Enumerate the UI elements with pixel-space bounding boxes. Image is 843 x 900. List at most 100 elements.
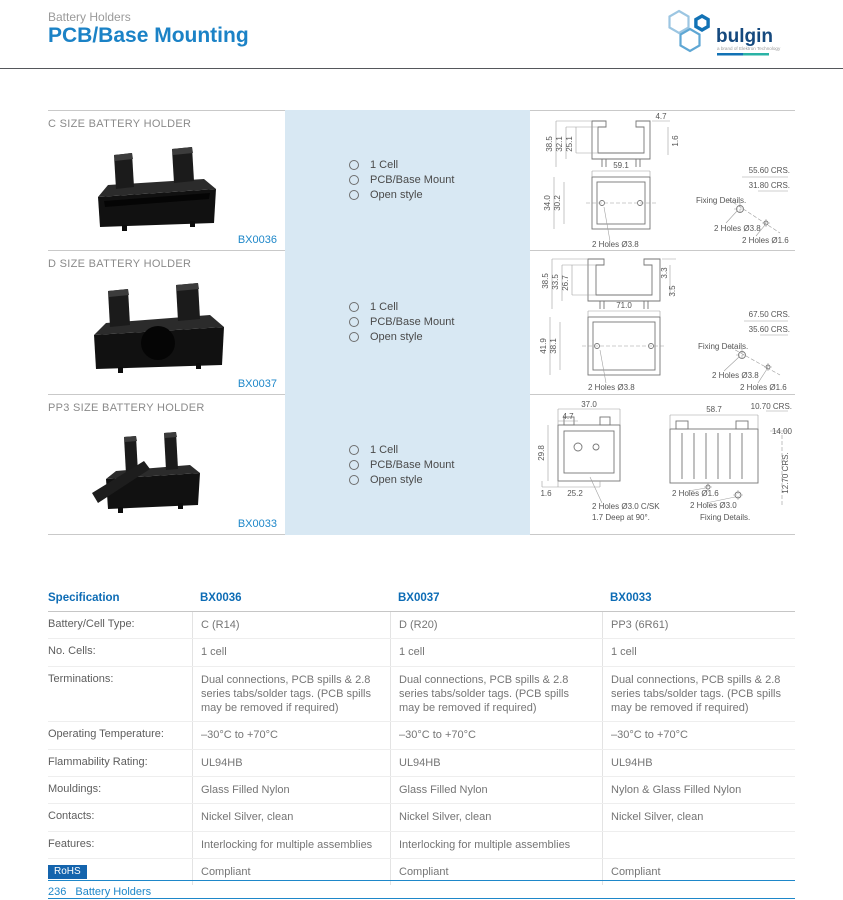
spec-col-header: BX0036 — [192, 588, 390, 612]
dim-label: 2 Holes Ø3.0 C/SK — [592, 502, 660, 511]
circle-bullet-icon — [349, 190, 359, 200]
part-number: BX0036 — [237, 234, 277, 246]
spec-col-header: Specification — [48, 588, 192, 612]
dim-label: 1.6 — [671, 135, 680, 147]
circle-bullet-icon — [349, 175, 359, 185]
dim-label: 31.80 CRS. — [749, 181, 790, 190]
spec-value: Interlocking for multiple assemblies — [192, 831, 390, 858]
dim-label: Fixing Details. — [696, 196, 746, 205]
footer-section: Battery Holders — [75, 886, 152, 898]
feature-item: 1 Cell — [349, 300, 454, 315]
dim-label: 37.0 — [581, 400, 597, 409]
product-photo-c — [98, 147, 216, 231]
part-number: BX0033 — [237, 518, 277, 530]
dim-label: 29.8 — [537, 445, 546, 461]
spec-value: C (R14) — [192, 612, 390, 639]
spec-row: Terminations: Dual connections, PCB spil… — [48, 666, 795, 723]
drawing-panel-pp3: 37.0 4.7 29.8 1.6 25.2 10.70 CRS. 58.7 1… — [530, 394, 795, 535]
feature-item: PCB/Base Mount — [349, 315, 454, 330]
spec-label: Terminations: — [48, 672, 114, 685]
feature-item: 1 Cell — [349, 158, 454, 173]
spec-label: Contacts: — [48, 810, 95, 823]
dim-label: 71.0 — [616, 301, 632, 310]
technical-drawing-bx0033: 37.0 4.7 29.8 1.6 25.2 10.70 CRS. 58.7 1… — [537, 400, 793, 522]
feature-item: PCB/Base Mount — [349, 457, 454, 472]
product-info-d: D SIZE BATTERY HOLDER BX0037 — [48, 250, 285, 394]
dim-label: 26.7 — [561, 275, 570, 291]
dim-label: Fixing Details. — [700, 513, 750, 522]
spec-value: Glass Filled Nylon — [192, 777, 390, 804]
dim-label: 14.00 — [772, 427, 793, 436]
brand-name: bulgin — [716, 26, 773, 47]
feature-item: PCB/Base Mount — [349, 173, 454, 188]
dim-label: 3.3 — [660, 267, 669, 279]
spec-col-header: BX0037 — [390, 588, 602, 612]
spec-value: Dual connections, PCB spills & 2.8 serie… — [390, 666, 602, 722]
spec-table: Specification BX0036 BX0037 BX0033 Batte… — [48, 588, 795, 886]
spec-row-rohs: RoHS Compliant Compliant Compliant — [48, 858, 795, 886]
spec-value: 1 cell — [602, 639, 795, 666]
circle-bullet-icon — [349, 444, 359, 455]
spec-row: Operating Temperature: –30°C to +70°C –3… — [48, 722, 795, 750]
spec-row: Flammability Rating: UL94HB UL94HB UL94H… — [48, 749, 795, 778]
dim-label: 4.7 — [562, 412, 574, 421]
spec-value: Nickel Silver, clean — [390, 804, 602, 831]
hexagon-logo-icon — [668, 9, 710, 53]
dim-label: 2 Holes Ø3.8 — [714, 224, 761, 233]
spec-value: UL94HB — [390, 749, 602, 777]
product-row-pp3-size: PP3 SIZE BATTERY HOLDER BX0033 — [48, 394, 795, 535]
footer-rule-bottom — [48, 898, 795, 899]
spec-value: UL94HB — [602, 749, 795, 777]
spec-value: Nickel Silver, clean — [192, 804, 390, 831]
feature-label: PCB/Base Mount — [370, 316, 455, 328]
dim-label: 2 Holes Ø1.6 — [672, 489, 719, 498]
feature-label: Open style — [370, 189, 423, 201]
spec-row: Battery/Cell Type: C (R14) D (R20) PP3 (… — [48, 612, 795, 640]
product-info-pp3: PP3 SIZE BATTERY HOLDER BX0033 — [48, 394, 285, 535]
product-row-c-size: C SIZE BATTERY HOLDER BX0036 — [48, 110, 795, 250]
spec-value: 1 cell — [192, 639, 390, 666]
spec-value: Nylon & Glass Filled Nylon — [602, 777, 795, 804]
feature-label: 1 Cell — [370, 301, 399, 313]
dim-label: 32.1 — [555, 136, 564, 152]
circle-bullet-icon — [349, 332, 359, 342]
drawing-panel-c: 38.5 32.1 25.1 4.7 1.6 59.1 55.60 CRS. 3… — [530, 110, 795, 250]
dim-label: 2 Holes Ø3.0 — [690, 501, 737, 510]
spec-value: PP3 (6R61) — [602, 612, 795, 639]
spec-row: Mouldings: Glass Filled Nylon Glass Fill… — [48, 777, 795, 805]
spec-value: Dual connections, PCB spills & 2.8 serie… — [602, 666, 795, 722]
feature-item: 1 Cell — [349, 442, 454, 457]
feature-label: PCB/Base Mount — [370, 174, 455, 186]
circle-bullet-icon — [349, 474, 359, 485]
product-photo-d — [94, 283, 224, 373]
dim-label: 4.7 — [655, 112, 667, 121]
dim-label: 38.5 — [545, 136, 554, 152]
spec-value: Nickel Silver, clean — [602, 804, 795, 831]
feature-label: PCB/Base Mount — [370, 458, 455, 471]
spec-value: Compliant — [192, 858, 390, 886]
spec-row: Contacts: Nickel Silver, clean Nickel Si… — [48, 804, 795, 832]
spec-header-row: Specification BX0036 BX0037 BX0033 — [48, 588, 795, 612]
feature-item: Open style — [349, 472, 454, 487]
feature-label: 1 Cell — [370, 159, 399, 171]
feature-label: Open style — [370, 473, 423, 486]
spec-label: No. Cells: — [48, 645, 96, 658]
brand-tagline: a brand of Elektron Technology — [717, 46, 781, 51]
dim-label: 38.5 — [541, 273, 550, 289]
product-section: C SIZE BATTERY HOLDER BX0036 — [48, 110, 795, 535]
feature-panel-pp3: 1 Cell PCB/Base Mount Open style — [285, 394, 530, 535]
feature-label: Open style — [370, 331, 423, 343]
spec-row: No. Cells: 1 cell 1 cell 1 cell — [48, 639, 795, 667]
dim-label: Fixing Details. — [698, 342, 748, 351]
spec-col-header: BX0033 — [602, 588, 795, 612]
dim-label: 10.70 CRS. — [751, 402, 792, 411]
bulgin-logo: bulgin a brand of Elektron Technology — [668, 9, 781, 56]
dim-label: 1.6 — [540, 489, 552, 498]
part-number: BX0037 — [237, 378, 277, 390]
circle-bullet-icon — [349, 302, 359, 312]
feature-panel-c: 1 Cell PCB/Base Mount Open style — [285, 110, 530, 250]
spec-row: Features: Interlocking for multiple asse… — [48, 831, 795, 859]
dim-label: 34.0 — [543, 195, 552, 211]
spec-value: Compliant — [602, 858, 795, 886]
